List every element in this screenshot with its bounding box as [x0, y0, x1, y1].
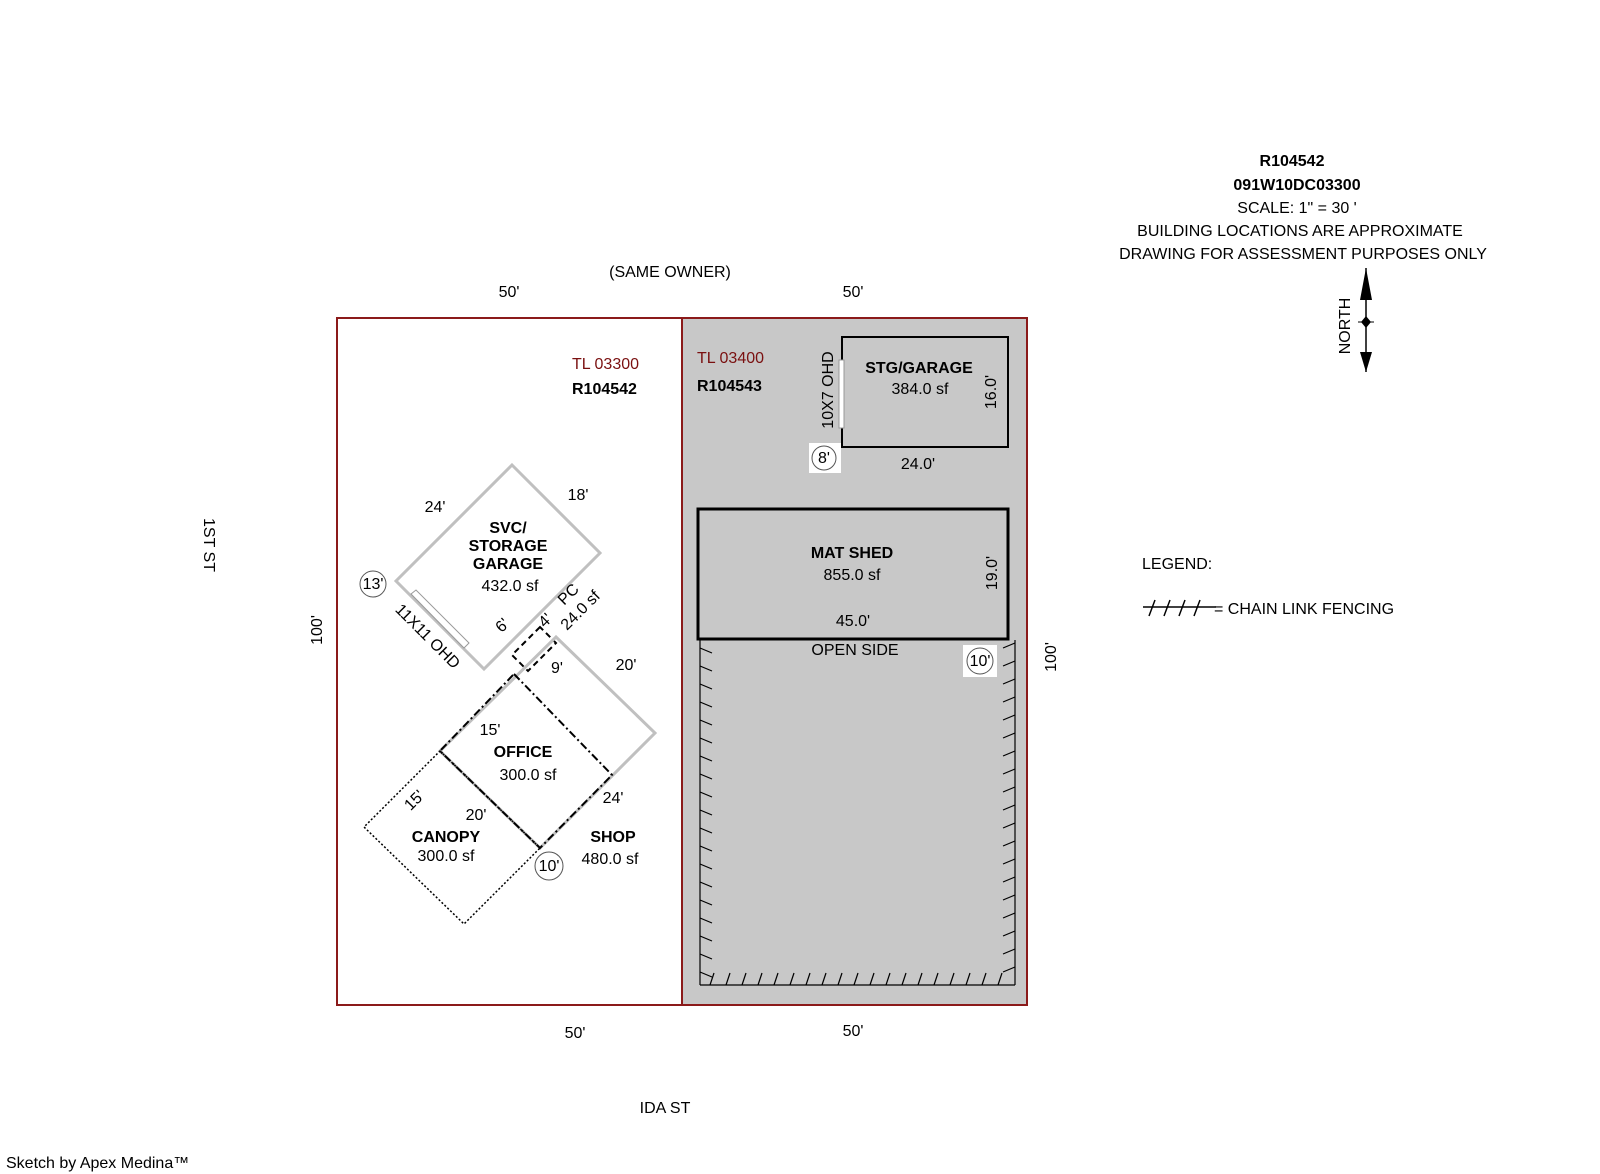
canopy-name: CANOPY [412, 829, 481, 846]
canopy-outline [362, 749, 542, 926]
shop-dim-a: 20' [616, 657, 637, 674]
svg-text:10': 10' [970, 653, 991, 670]
lot-right-side-dim: 100' [1043, 642, 1060, 672]
office-dim-a: 15' [480, 722, 501, 739]
lot-right-bottom-dim: 50' [843, 1023, 864, 1040]
street-south: IDA ST [640, 1100, 691, 1117]
svc-garage-area: 432.0 sf [482, 578, 539, 595]
pc-outline [510, 625, 558, 673]
canopy-dim-b: 20' [466, 807, 487, 824]
north-arrow-icon [1358, 268, 1374, 372]
svg-text:13': 13' [363, 576, 384, 593]
stg-garage-depth: 16.0' [983, 375, 1000, 409]
shop-dim-b: 24' [603, 790, 624, 807]
stg-garage-height-marker: 8' [809, 443, 841, 473]
mat-shed-height-marker: 10' [963, 645, 997, 677]
svc-garage-outline [393, 462, 603, 672]
svc-garage-name-2: STORAGE [469, 538, 548, 555]
svc-garage-door [410, 589, 470, 649]
footer-credit: Sketch by Apex Medina™ [6, 1155, 189, 1172]
svg-text:10': 10' [539, 858, 560, 875]
svc-garage-name-1: SVC/ [489, 520, 527, 537]
header-account: R104542 [1260, 153, 1325, 170]
shop-area: 480.0 sf [582, 851, 639, 868]
mat-shed-width: 45.0' [836, 613, 870, 630]
mat-shed-area: 855.0 sf [824, 567, 881, 584]
lot-left-account: R104542 [572, 381, 637, 398]
mat-shed-open-side: OPEN SIDE [811, 642, 898, 659]
mat-shed-name: MAT SHED [811, 545, 893, 562]
legend-fence-icon [1143, 599, 1216, 617]
lot-right-account: R104543 [697, 378, 762, 395]
lot-left [336, 317, 683, 1006]
svc-garage-dim-b: 18' [568, 487, 589, 504]
stg-garage-name: STG/GARAGE [865, 360, 973, 377]
office-dim-b: 9' [551, 660, 563, 677]
stg-garage-door-label: 10X7 OHD [820, 351, 837, 428]
north-label: NORTH [1337, 298, 1354, 355]
header-map-number: 091W10DC03300 [1233, 177, 1360, 194]
lot-left-tl: TL 03300 [572, 356, 639, 373]
stg-garage-door [838, 359, 845, 429]
stg-garage-area: 384.0 sf [892, 381, 949, 398]
lot-left-side-dim: 100' [309, 615, 326, 645]
street-west: 1ST ST [200, 518, 217, 572]
legend-fence-label: = CHAIN LINK FENCING [1214, 601, 1394, 618]
header-scale: SCALE: 1" = 30 ' [1237, 200, 1356, 217]
svc-garage-height-marker: 13' [359, 570, 387, 598]
shop-name: SHOP [590, 829, 636, 846]
office-area: 300.0 sf [500, 767, 557, 784]
shop-height-marker: 10' [534, 851, 564, 881]
canopy-area: 300.0 sf [418, 848, 475, 865]
lot-right-top-dim: 50' [843, 284, 864, 301]
lot-right-tl: TL 03400 [697, 350, 764, 367]
svg-text:8': 8' [818, 450, 830, 467]
lot-left-top-dim: 50' [499, 284, 520, 301]
legend-title: LEGEND: [1142, 556, 1212, 573]
chain-link-fence [699, 640, 1016, 986]
header-note-1: BUILDING LOCATIONS ARE APPROXIMATE [1137, 223, 1463, 240]
svc-garage-dim-a: 24' [425, 499, 446, 516]
office-outline [438, 672, 614, 850]
header-note-2: DRAWING FOR ASSESSMENT PURPOSES ONLY [1119, 246, 1487, 263]
office-name: OFFICE [494, 744, 553, 761]
north-neighbor: (SAME OWNER) [609, 264, 731, 281]
mat-shed-depth: 19.0' [984, 556, 1001, 590]
mat-shed-outline [696, 507, 1010, 641]
stg-garage-width: 24.0' [901, 456, 935, 473]
svc-garage-name-3: GARAGE [473, 556, 544, 573]
lot-left-bottom-dim: 50' [565, 1025, 586, 1042]
